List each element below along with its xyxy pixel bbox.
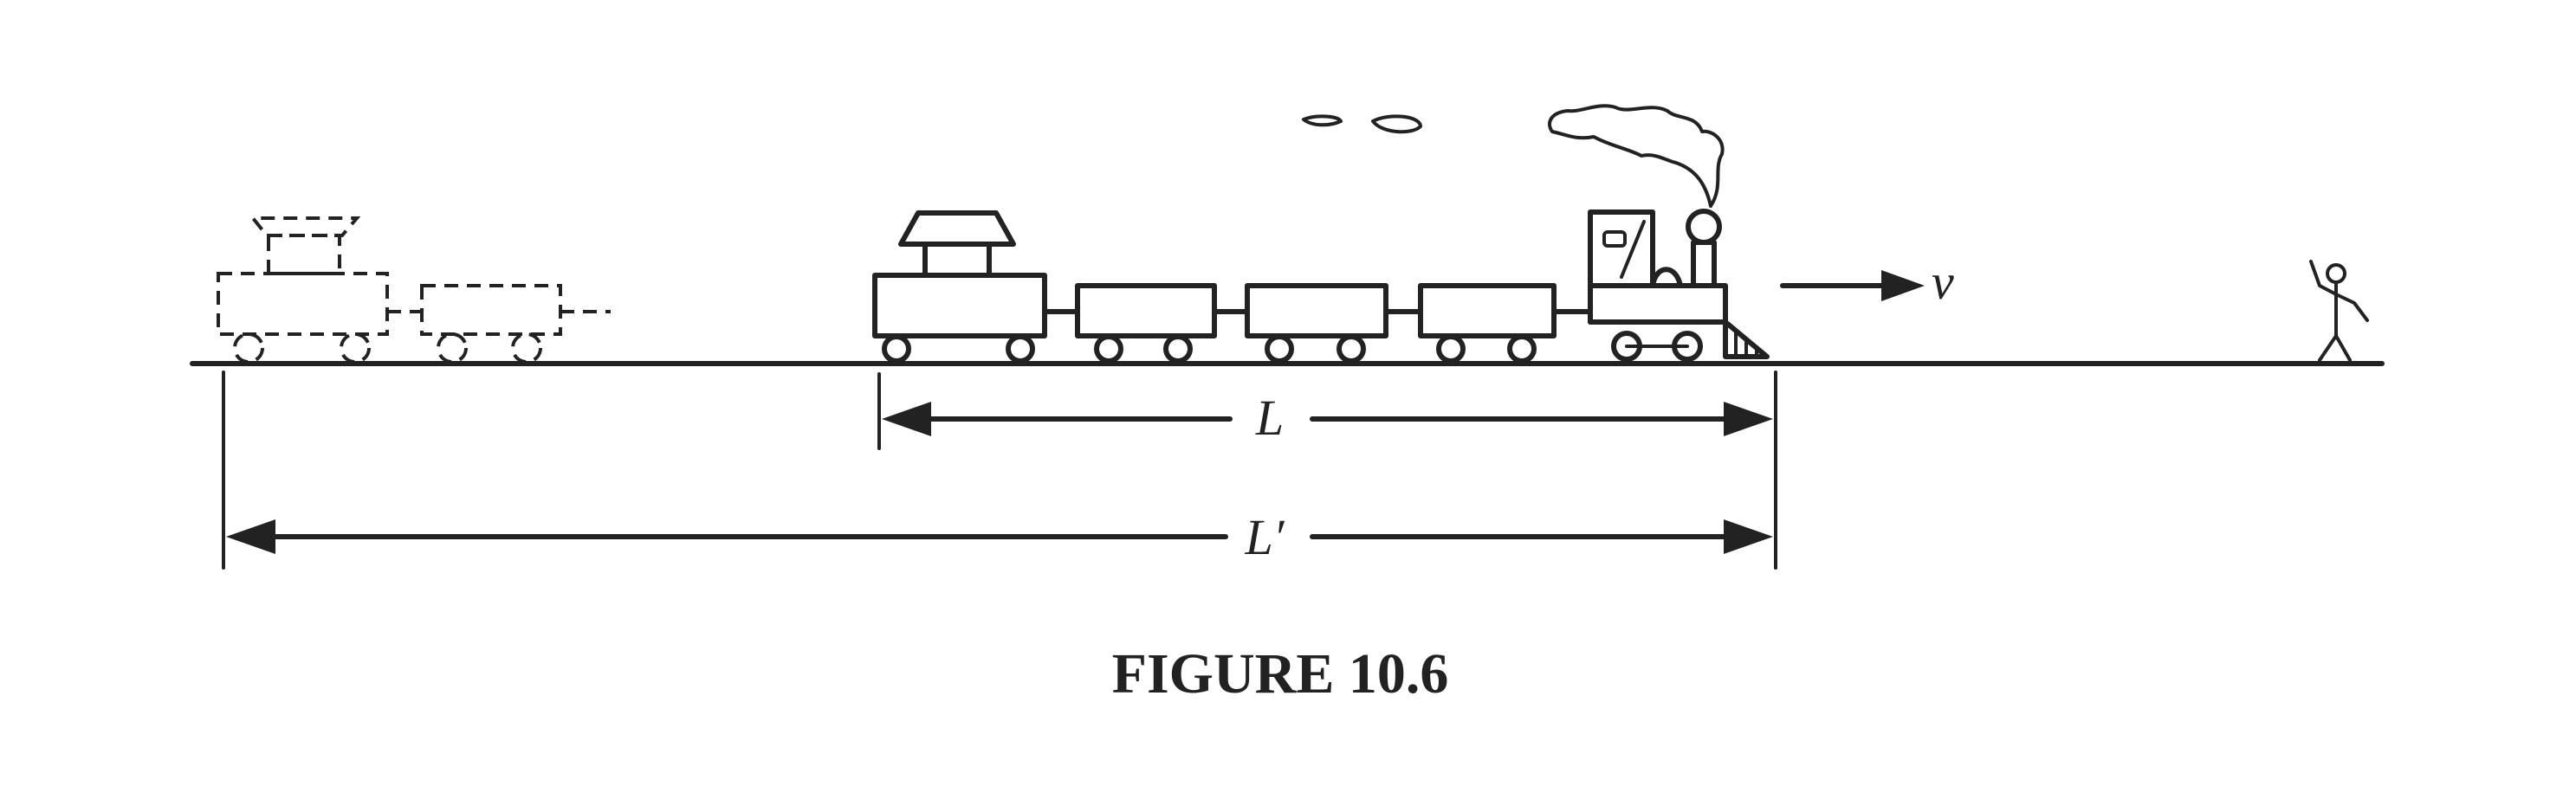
contracted-length-dimension bbox=[222, 371, 1773, 570]
velocity-arrow-icon bbox=[1780, 270, 1925, 301]
train-car-2 bbox=[1245, 283, 1388, 364]
train-car-3 bbox=[1418, 283, 1557, 364]
proper-length-label: L bbox=[1255, 390, 1284, 446]
contracted-length-label: L′ bbox=[1245, 509, 1285, 565]
caboose bbox=[872, 210, 1047, 364]
train-icon bbox=[872, 104, 1770, 364]
train-car-1 bbox=[1075, 283, 1217, 364]
figure-caption: FIGURE 10.6 bbox=[1112, 642, 1449, 706]
stick-figure-observer-icon bbox=[2309, 260, 2369, 362]
velocity-label: v bbox=[1932, 254, 1954, 310]
proper-length-dimension bbox=[877, 371, 1777, 570]
dashed-train-icon bbox=[217, 216, 611, 364]
smoke-icon bbox=[1302, 104, 1725, 208]
locomotive-icon bbox=[1588, 209, 1770, 362]
